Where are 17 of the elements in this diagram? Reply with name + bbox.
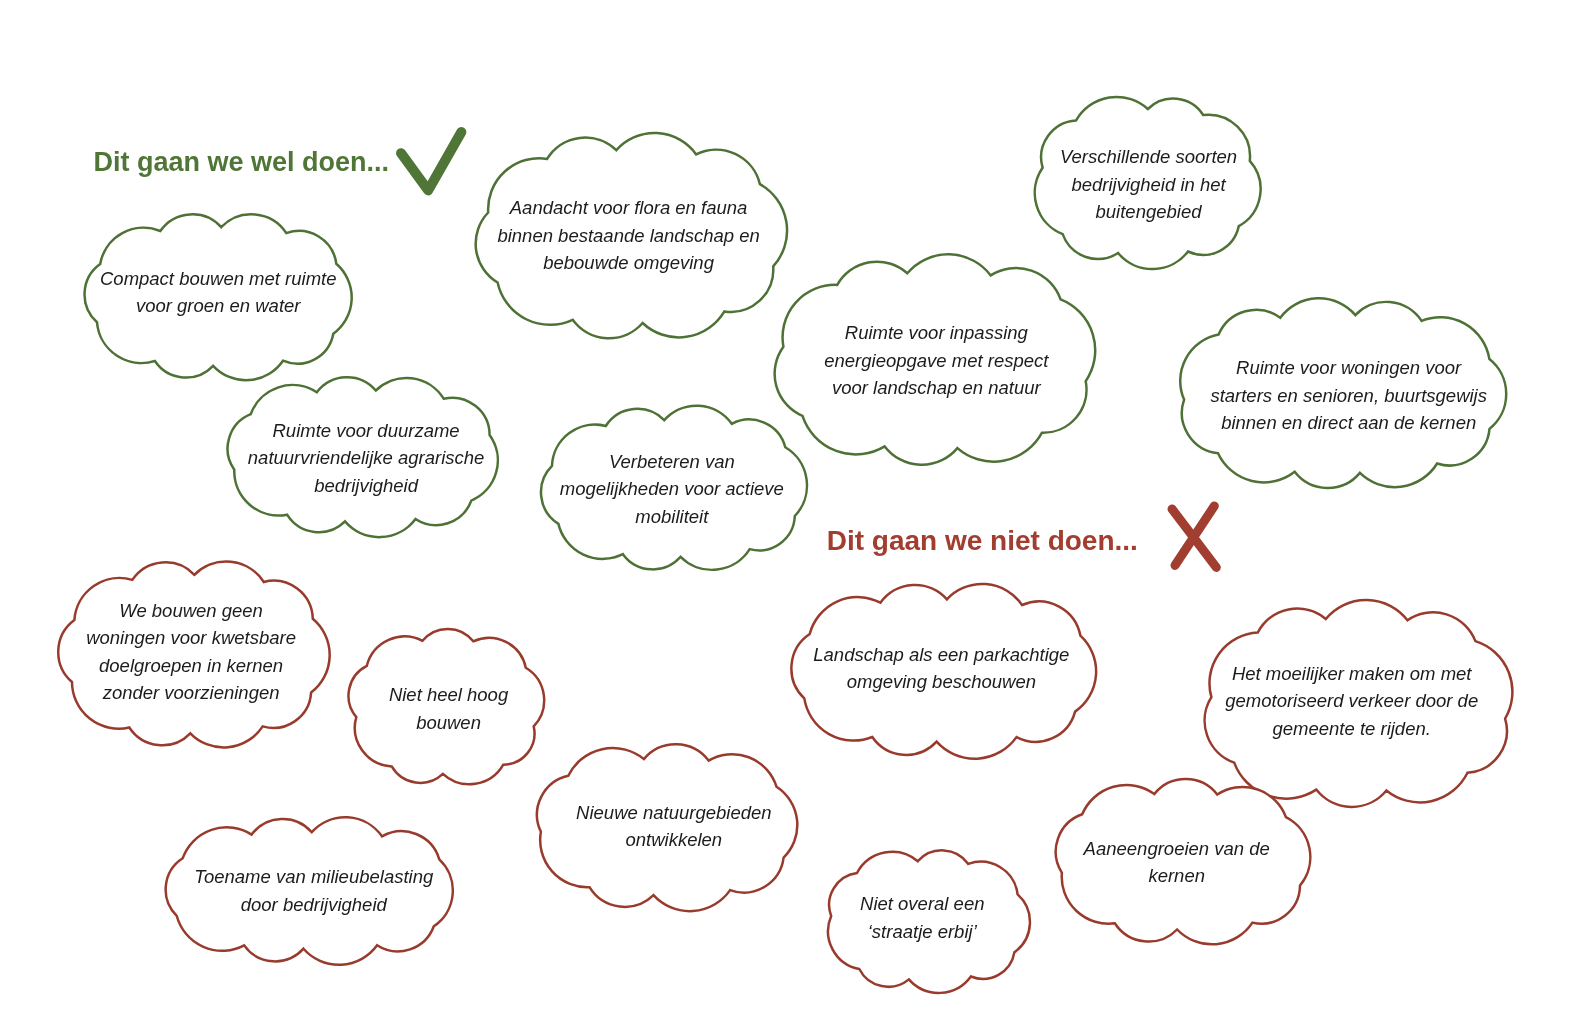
cloud-text: Toename van milieubelasting door bedrijvigheid [193,864,435,917]
cloud-text: Niet heel hoog bouwen [387,682,510,734]
cloud-text: Aaneengroeien van de kernen [1082,836,1271,888]
section-heading: Dit gaan we wel doen... [93,146,390,178]
cloud-text: Ruimte voor inpassing energieopgave met respect voor landschap en natuur [823,320,1050,400]
cloud-text: Ruimte voor woningen voor starters en senioren, buurtsgewijs binnen en direct aan de kernen [1209,356,1488,435]
cloud-text: Niet overal een ‘straatje erbij’ [859,891,986,944]
cloud-text: Nieuwe natuurgebieden ontwikkelen [575,800,773,852]
cloud-text: Verbeteren van mogelijkheden voor actieve mobiliteit [558,449,785,529]
cloud-text: Aandacht voor flora en fauna binnen bestaande landschap en bebouwde omgeving [496,196,761,276]
section-heading: Dit gaan we niet doen... [826,525,1138,558]
cloud-text: Landschap als een parkachtige omgeving beschouwen [812,642,1071,694]
cloud-text: Het moeilijker maken om met gemotoriseerd verkeer door de gemeente te rijden. [1224,661,1480,741]
cloud-text: Ruimte voor duurzame natuurvriendelijke agrarische bedrijvigheid [246,418,486,498]
cloud-text: We bouwen geen woningen voor kwetsbare doelgroepen in kernen zonder voorzieningen [85,598,297,706]
cloud-text: Verschillende soorten bedrijvigheid in het buitengebied [1058,144,1239,224]
cloud-text: Compact bouwen met ruimte voor groen en water [99,266,338,318]
